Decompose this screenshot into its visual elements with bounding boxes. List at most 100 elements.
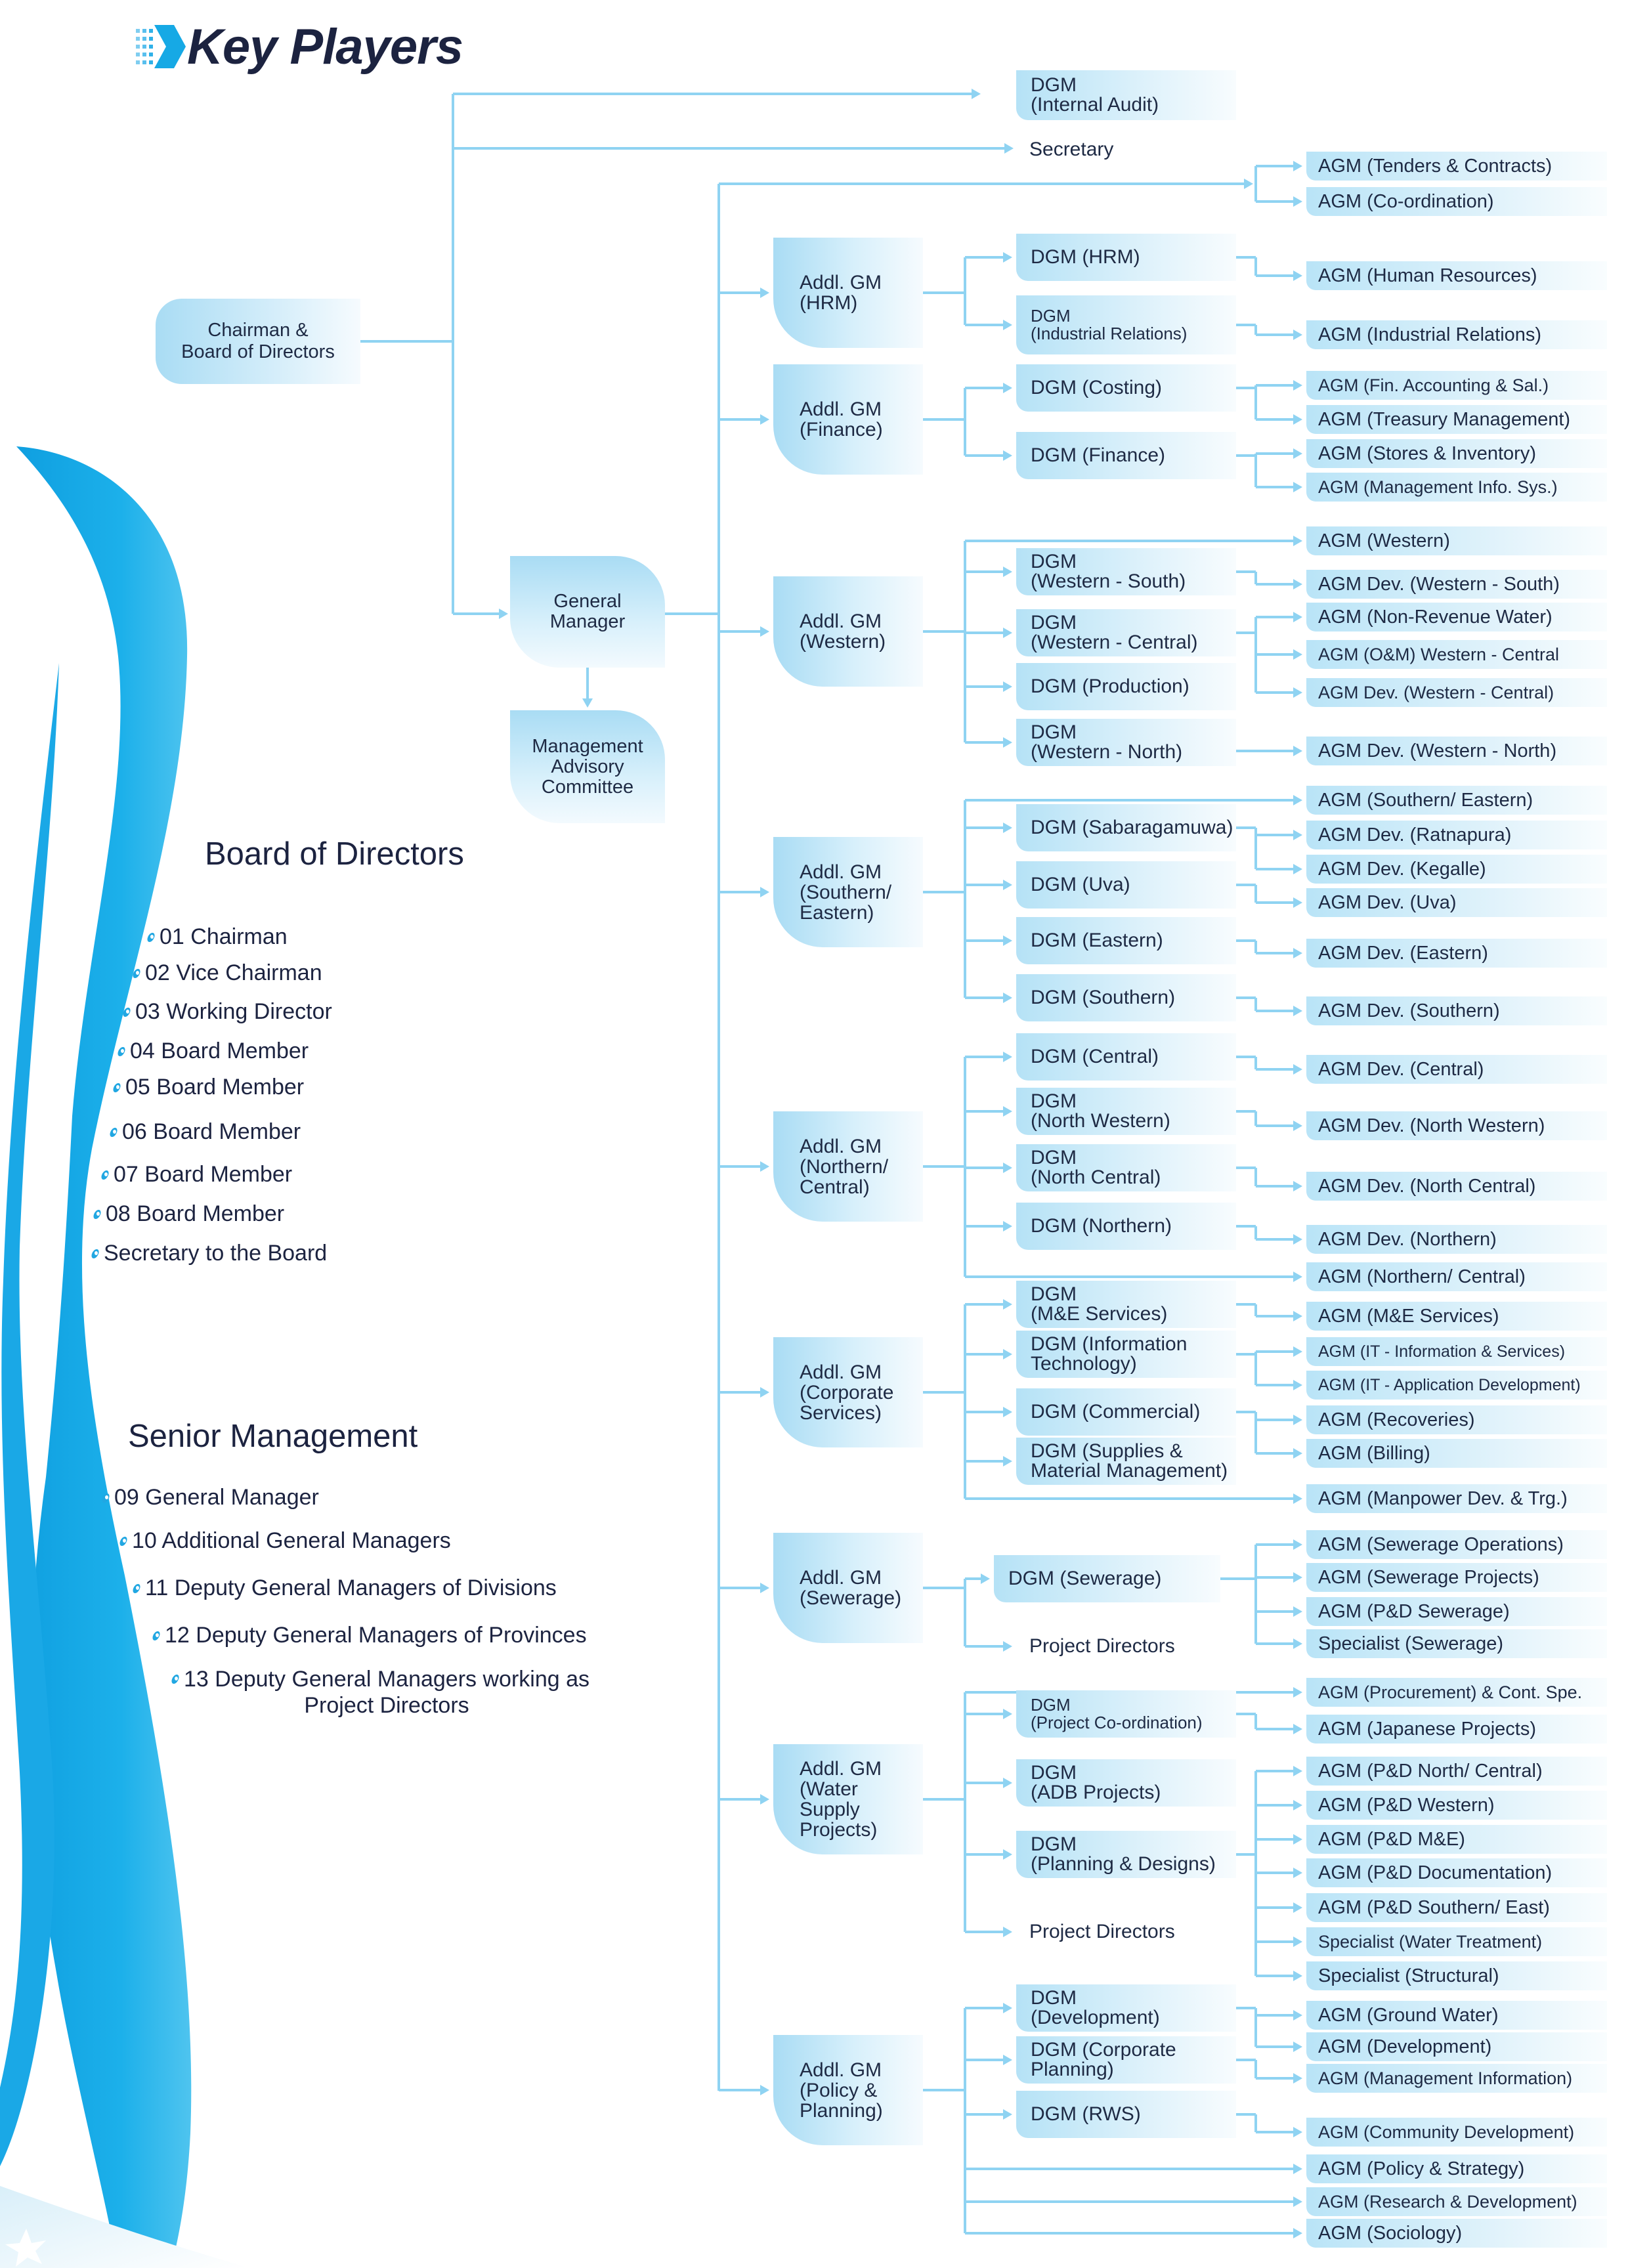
agm-southern-eastern-3-label: AGM Dev. (Kegalle) — [1318, 858, 1486, 880]
addl-gm-sewerage: Addl. GM (Sewerage) — [773, 1533, 923, 1643]
arrowhead — [760, 1387, 769, 1398]
addl-gm-northern-central-label: Addl. GM (Northern/ Central) — [800, 1135, 889, 1198]
agm-finance-1-label: AGM (Fin. Accounting & Sal.) — [1318, 375, 1549, 395]
agm-water-supply-projects-6: AGM (P&D Documentation) — [1306, 1858, 1607, 1887]
arrowhead — [981, 1573, 990, 1584]
dgm-hrm-1: DGM (HRM) — [1016, 234, 1236, 281]
water-drop-bullet-icon — [92, 1247, 100, 1260]
agm-policy-planning-6-label: AGM (Research & Development) — [1318, 2191, 1577, 2212]
agm-western-3-label: AGM (Non-Revenue Water) — [1318, 606, 1553, 628]
arrowhead — [1293, 2127, 1302, 2137]
agm-western-1: AGM (Western) — [1306, 526, 1607, 555]
arrowhead — [1293, 1572, 1302, 1583]
arrowhead — [1293, 1448, 1302, 1459]
agm-sewerage-1-label: AGM (Sewerage Operations) — [1318, 1533, 1564, 1555]
dgm-policy-planning-2-label: DGM (Corporate Planning) — [1031, 2039, 1176, 2080]
arrowhead — [1003, 1163, 1012, 1173]
dgm-southern-eastern-4: DGM (Southern) — [1016, 974, 1236, 1021]
addl-gm-water-supply-projects-label: Addl. GM (Water Supply Projects) — [800, 1758, 882, 1841]
addl-gm-corporate-services: Addl. GM (Corporate Services) — [773, 1337, 923, 1447]
arrowhead — [1293, 1606, 1302, 1617]
dgm-western-4-label: DGM (Western - North) — [1031, 721, 1183, 763]
arrowhead — [1293, 1834, 1302, 1845]
agm-sewerage-3: AGM (P&D Sewerage) — [1306, 1597, 1607, 1626]
dgm-corporate-services-3-label: DGM (Commercial) — [1031, 1401, 1201, 1423]
board-member-text: 06 Board Member — [122, 1119, 301, 1144]
agm-corporate-services-6: AGM (Manpower Dev. & Trg.) — [1306, 1484, 1607, 1513]
agm-southern-eastern-5-label: AGM Dev. (Eastern) — [1318, 942, 1488, 964]
arrowhead — [1293, 1687, 1302, 1698]
dgm-western-3-label: DGM (Production) — [1031, 675, 1189, 697]
arrowhead — [499, 609, 508, 619]
senior-manager-item: 11 Deputy General Managers of Divisions — [133, 1575, 557, 1601]
water-drop-bullet-icon — [118, 1045, 126, 1058]
board-member-item: 01 Chairman — [148, 924, 288, 950]
arrowhead — [1293, 795, 1302, 805]
dgm-policy-planning-2: DGM (Corporate Planning) — [1016, 2036, 1236, 2084]
dgm-water-supply-projects-2-label: DGM (ADB Projects) — [1031, 1762, 1161, 1803]
arrowhead — [1293, 414, 1302, 425]
dgm-northern-central-3: DGM (North Central) — [1016, 1144, 1236, 1191]
arrowhead — [760, 414, 769, 425]
general-manager-box-label: General Manager — [549, 591, 626, 632]
page-title: Key Players — [187, 19, 463, 75]
agm-hrm-1: AGM (Human Resources) — [1306, 261, 1607, 290]
water-drop-bullet-icon — [102, 1491, 110, 1505]
agm-water-supply-projects-3: AGM (P&D North/ Central) — [1306, 1757, 1607, 1786]
arrowhead — [760, 887, 769, 897]
agm-corporate-services-4-label: AGM (Recoveries) — [1318, 1409, 1475, 1430]
arrowhead — [1003, 1407, 1012, 1417]
agm-corporate-services-5-label: AGM (Billing) — [1318, 1442, 1430, 1464]
arrowhead — [1293, 2042, 1302, 2052]
arrowhead-down — [582, 698, 593, 708]
agm-policy-planning-7: AGM (Sociology) — [1306, 2219, 1607, 2248]
agm-water-supply-projects-5: AGM (P&D M&E) — [1306, 1825, 1607, 1854]
addl-gm-hrm: Addl. GM (HRM) — [773, 238, 923, 348]
agm-southern-eastern-2-label: AGM Dev. (Ratnapura) — [1318, 824, 1512, 845]
arrowhead — [1293, 830, 1302, 840]
dgm-policy-planning-3: DGM (RWS) — [1016, 2091, 1236, 2138]
dgm-corporate-services-4-label: DGM (Supplies & Material Management) — [1031, 1440, 1228, 1482]
dgm-corporate-services-2-label: DGM (Information Technology) — [1031, 1333, 1188, 1375]
agm-water-supply-projects-9-label: Specialist (Structural) — [1318, 1965, 1499, 1986]
addl-gm-policy-planning: Addl. GM (Policy & Planning) — [773, 2035, 923, 2145]
dgm-northern-central-4: DGM (Northern) — [1016, 1203, 1236, 1250]
senior-manager-text: 09 General Manager — [114, 1485, 319, 1510]
dgm-internal-audit-box-label: DGM (Internal Audit) — [1031, 74, 1159, 116]
dgm-hrm-2-label: DGM (Industrial Relations) — [1031, 306, 1188, 343]
agm-northern-central-3-label: AGM Dev. (North Central) — [1318, 1175, 1536, 1197]
board-member-item: 08 Board Member — [94, 1201, 284, 1227]
addl-gm-finance-label: Addl. GM (Finance) — [800, 398, 883, 440]
agm-corporate-services-2: AGM (IT - Information & Services) — [1306, 1337, 1607, 1366]
agm-sewerage-4-label: Specialist (Sewerage) — [1318, 1633, 1504, 1654]
agm-southern-eastern-1-label: AGM (Southern/ Eastern) — [1318, 789, 1533, 811]
addl-gm-southern-eastern: Addl. GM (Southern/ Eastern) — [773, 837, 923, 947]
arrowhead — [1293, 2164, 1302, 2174]
dgm-southern-eastern-2: DGM (Uva) — [1016, 861, 1236, 909]
arrowhead — [1293, 1539, 1302, 1550]
dgm-water-supply-projects-4-label: Project Directors — [1029, 1921, 1175, 1942]
arrowhead — [1004, 143, 1014, 154]
arrowhead — [1293, 746, 1302, 756]
board-member-item: 06 Board Member — [110, 1119, 301, 1145]
dgm-sewerage-1-label: DGM (Sewerage) — [1008, 1568, 1162, 1589]
agm-policy-planning-1: AGM (Ground Water) — [1306, 2001, 1607, 2030]
water-drop-bullet-icon — [153, 1629, 161, 1642]
agm-northern-central-1: AGM Dev. (Central) — [1306, 1055, 1607, 1084]
water-drop-bullet-icon — [172, 1673, 180, 1686]
arrowhead — [760, 1794, 769, 1805]
dgm-western-4: DGM (Western - North) — [1016, 719, 1236, 766]
dgm-southern-eastern-4-label: DGM (Southern) — [1031, 987, 1176, 1008]
addl-gm-western: Addl. GM (Western) — [773, 576, 923, 687]
arrowhead — [1293, 1638, 1302, 1649]
board-member-text: 01 Chairman — [160, 924, 288, 949]
senior-manager-item: 09 General Manager — [102, 1485, 319, 1510]
board-member-text: 02 Vice Chairman — [145, 960, 322, 985]
water-drop-bullet-icon — [133, 967, 141, 980]
dgm-western-1: DGM (Western - South) — [1016, 548, 1236, 595]
dgm-corporate-services-3: DGM (Commercial) — [1016, 1388, 1236, 1436]
arrowhead — [1293, 1724, 1302, 1734]
agm-gm-direct-1: AGM (Tenders & Contracts) — [1306, 152, 1607, 181]
arrowhead — [1003, 880, 1012, 890]
arrowhead — [1003, 681, 1012, 692]
